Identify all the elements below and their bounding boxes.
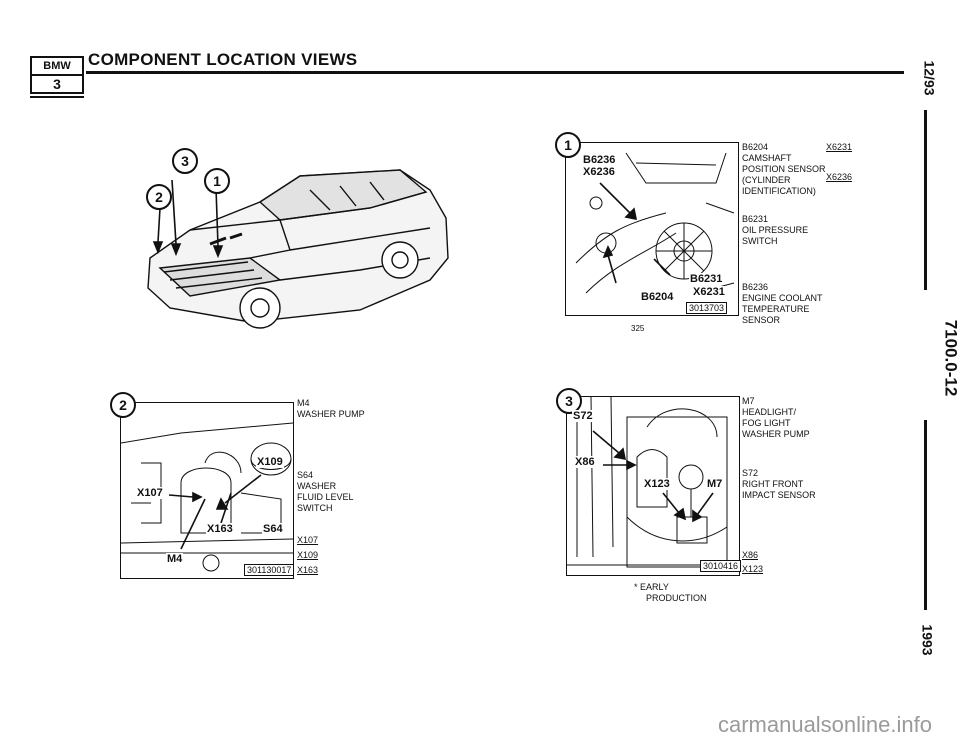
footnote-early-production: * EARLY PRODUCTION	[634, 582, 707, 603]
callout-1: 1	[204, 168, 230, 194]
car-overview-illustration	[147, 169, 449, 329]
panel-3-part-number: 3010416	[700, 560, 742, 572]
panel-3-number: 3	[556, 388, 582, 414]
ref-X109: X109	[297, 550, 319, 560]
tag-X107: X107	[136, 487, 164, 499]
callout-2: 2	[146, 184, 172, 210]
engine-bay-illustration-1	[575, 152, 735, 294]
panel-1-number: 1	[555, 132, 581, 158]
engine-bay-illustration-2	[121, 422, 293, 572]
side-code: 7100.0-12	[941, 319, 960, 397]
panel-2-number: 2	[110, 392, 136, 418]
ref-X86: X86	[742, 550, 759, 560]
tag-X6236: X6236	[582, 166, 616, 178]
tag-X123: X123	[643, 478, 671, 490]
tag-X6231: X6231	[692, 286, 726, 298]
tag-B6204: B6204	[640, 291, 675, 303]
panel-1-page-number: 325	[631, 324, 645, 333]
tag-S72: S72	[572, 410, 594, 422]
tag-M7: M7	[706, 478, 724, 490]
bmw-3-series-logo: BMW 3	[30, 56, 84, 94]
panel-1-part-number: 3013703	[686, 302, 728, 314]
tag-B6236: B6236	[582, 154, 617, 166]
logo-brand: BMW	[32, 58, 82, 76]
side-date: 12/93	[921, 60, 938, 96]
tag-X163: X163	[206, 523, 234, 535]
panel-2-part-number: 301130017	[244, 564, 295, 576]
tag-X109: X109	[256, 456, 284, 468]
ref-X163: X163	[297, 565, 319, 575]
side-year: 1993	[919, 624, 936, 656]
side-line-1	[924, 110, 927, 290]
tag-S64: S64	[262, 523, 284, 535]
ref-X123: X123	[742, 564, 764, 574]
tag-X86: X86	[574, 456, 596, 468]
logo-series: 3	[53, 76, 61, 92]
ref-X6231: X6231	[826, 142, 853, 152]
watermark-text: carmanualsonline.info	[717, 712, 932, 737]
tag-B6231: B6231	[689, 273, 724, 285]
ref-X6236: X6236	[826, 172, 853, 182]
logo-rule	[30, 96, 84, 98]
side-line-2	[924, 420, 927, 610]
callout-3: 3	[172, 148, 198, 174]
tag-M4: M4	[166, 553, 184, 565]
page-title: COMPONENT LOCATION VIEWS	[88, 50, 358, 69]
ref-X107: X107	[297, 535, 319, 545]
header-rule	[86, 71, 904, 74]
